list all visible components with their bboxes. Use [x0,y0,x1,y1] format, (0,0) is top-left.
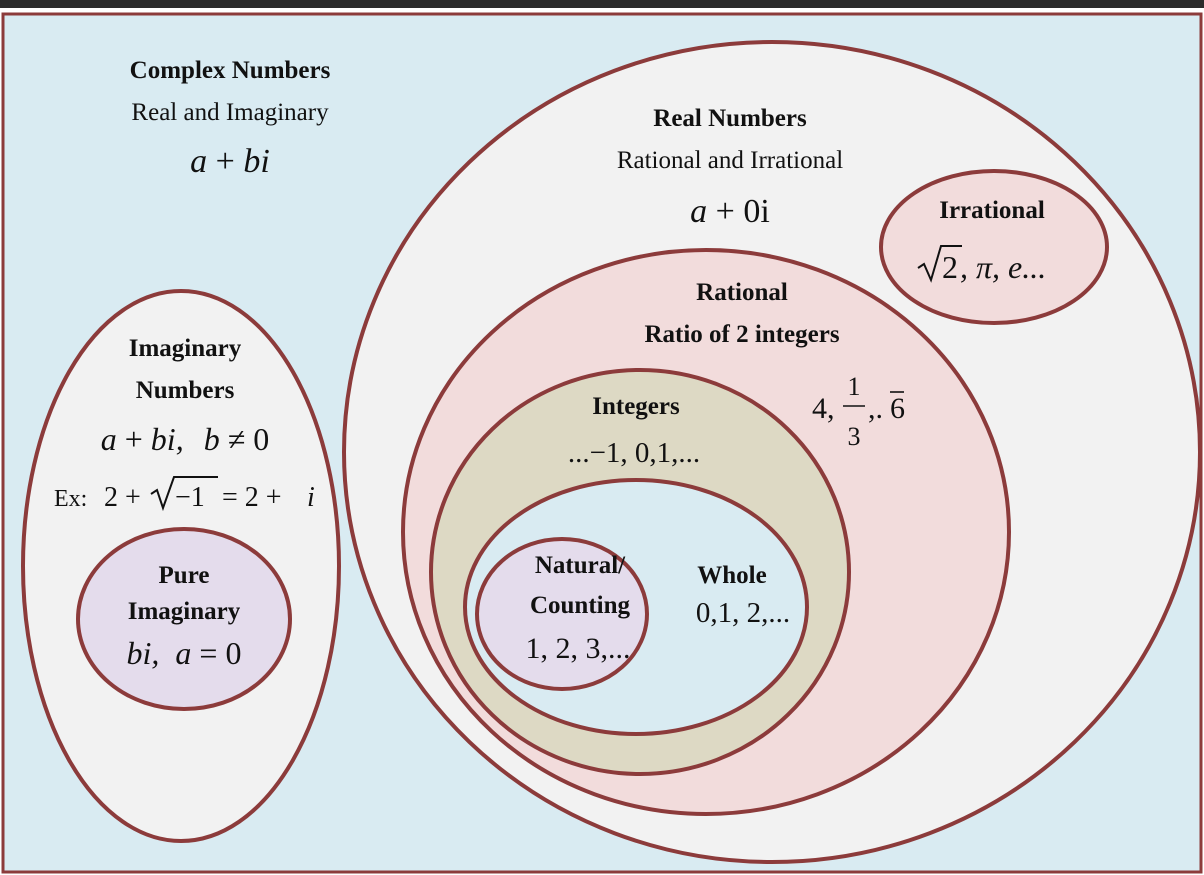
real-form-plus: + [716,193,735,230]
imaginary-example-a: 2 + [104,482,141,513]
whole-title: Whole [697,562,766,589]
whole-values: 0,1, 2,... [696,597,790,629]
irrational-rest: , π, e... [960,249,1046,285]
pure-imaginary-region [76,527,292,711]
top-border-bar [0,0,1204,8]
real-subtitle: Rational and Irrational [617,147,843,174]
pure-form: bi, a = 0 [127,635,242,671]
imaginary-example-b: = 2 + [222,482,282,513]
natural-line2: Counting [530,592,631,619]
real-form: a + 0i [690,193,770,230]
imaginary-form-zero: 0 [253,421,269,457]
rational-example-lead: 4, [812,392,835,425]
pure-line2: Imaginary [128,598,241,625]
imaginary-line1: Imaginary [129,335,242,362]
complex-form: a + bi [190,143,270,180]
complex-subtitle: Real and Imaginary [131,99,329,126]
real-form-a: a [690,193,707,230]
real-title: Real Numbers [653,105,807,132]
pure-form-eq: = 0 [199,635,241,671]
complex-form-a: a [190,143,207,180]
complex-form-plus: + [216,143,235,180]
imaginary-form-a: a [101,421,117,457]
real-form-0i: 0i [743,193,769,230]
imaginary-example-label: Ex: [54,486,87,512]
pure-form-a: a [175,635,191,671]
integers-values: ...−1, 0,1,... [568,437,700,469]
rational-heading: Rational [696,279,788,306]
rational-repeat-digit: 6 [890,392,905,425]
imaginary-example-i: i [307,482,315,513]
complex-title: Complex Numbers [130,57,331,84]
pure-form-bi: bi, [127,635,160,671]
natural-line1: Natural/ [535,552,626,579]
irrational-examples: 2 , π, e... [917,245,1046,285]
pure-line1: Pure [159,562,210,589]
sqrt-sign-icon [917,245,962,283]
integers-title: Integers [592,393,680,420]
rational-title: Ratio of 2 integers [644,321,839,348]
irrational-title: Irrational [939,197,1045,224]
imaginary-line2: Numbers [136,377,235,404]
rational-examples: 4, 1 3 ,. 6 [812,372,905,451]
rational-frac-den: 3 [848,422,861,451]
sqrt-sign-icon [150,476,218,512]
imaginary-form-ne: ≠ [228,421,246,457]
imaginary-example: Ex: 2 + −1 = 2 + i [54,476,315,513]
irrational-sqrt-value: 2 [942,249,958,285]
imaginary-form-b: b [204,421,220,457]
imaginary-form: a + bi, b ≠ 0 [101,421,270,457]
rational-example-tail: ,. [868,392,883,425]
natural-region [475,537,649,691]
irrational-region [879,169,1109,325]
imaginary-form-plus: + [125,421,143,457]
imaginary-form-bi: bi, [151,421,184,457]
imaginary-example-radicand: −1 [175,482,205,513]
complex-form-bi: bi [243,143,269,180]
natural-values: 1, 2, 3,... [526,632,631,665]
rational-frac-num: 1 [848,372,861,401]
